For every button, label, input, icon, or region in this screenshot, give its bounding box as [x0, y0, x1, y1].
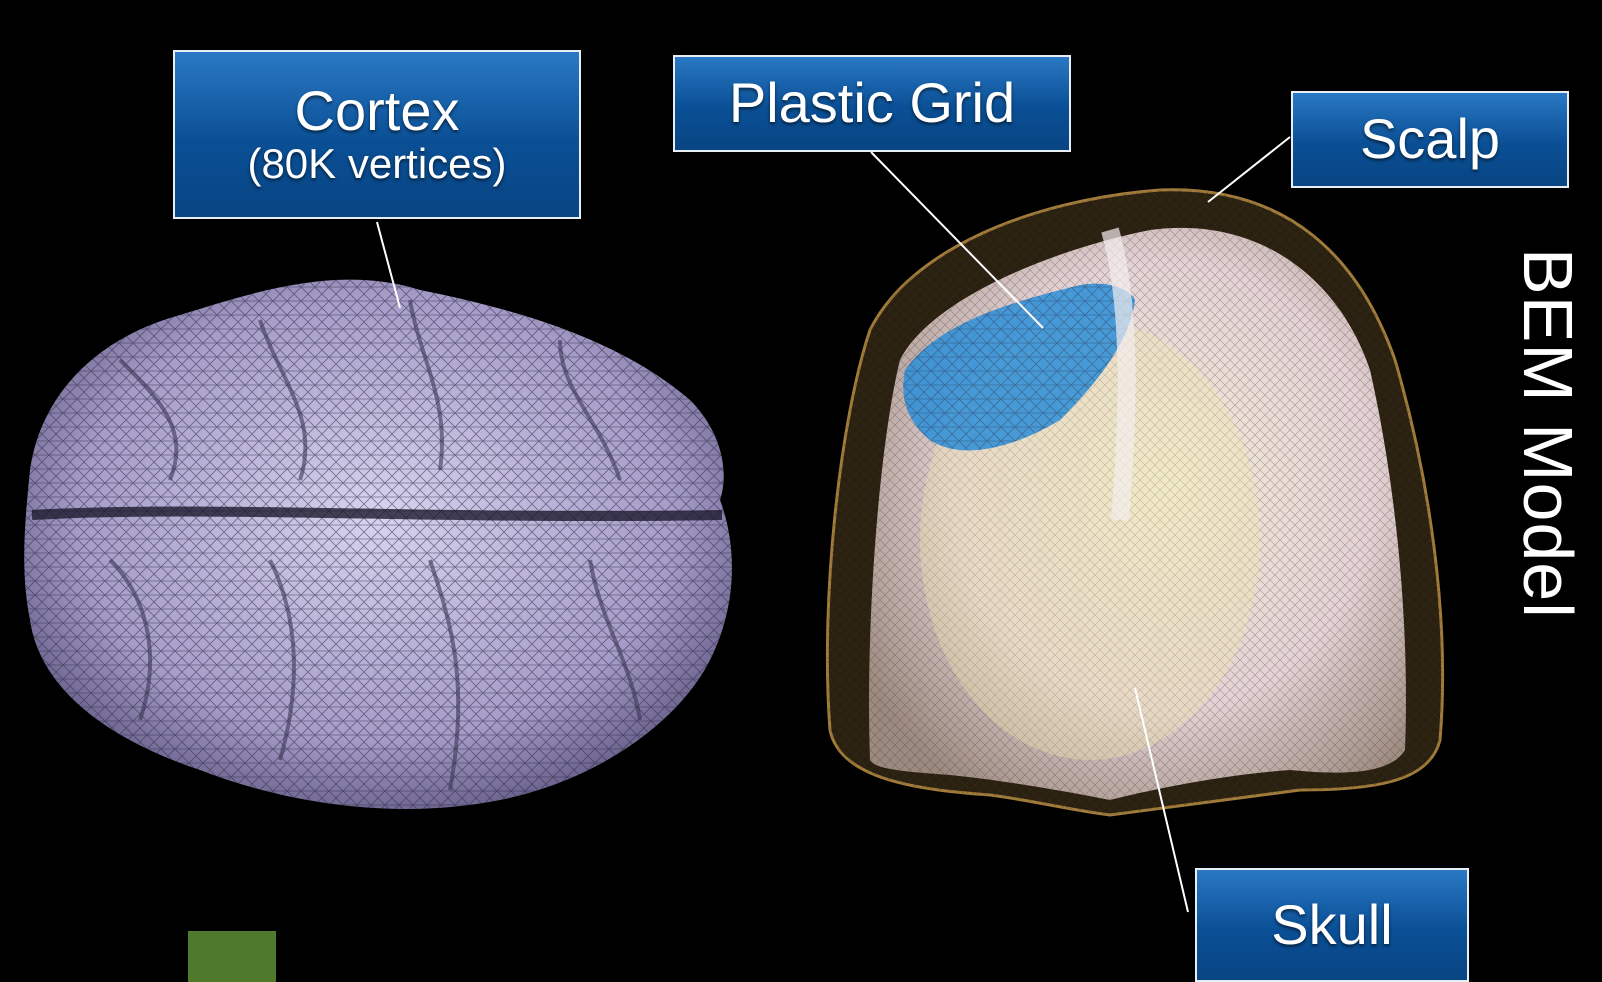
scalp-title: Scalp [1360, 110, 1500, 169]
plastic-grid-label: Plastic Grid [673, 55, 1071, 152]
cortex-label: Cortex (80K vertices) [173, 50, 581, 219]
slide-title: BEM Model [1508, 248, 1588, 619]
head-model [827, 190, 1442, 815]
accent-square [188, 931, 276, 982]
skull-title: Skull [1271, 896, 1392, 955]
cortex-title: Cortex [295, 82, 460, 141]
plastic-grid-title: Plastic Grid [729, 74, 1015, 133]
cortex-mesh [24, 280, 732, 809]
cortex-vertex-count: (80K vertices) [247, 141, 506, 187]
skull-label: Skull [1195, 868, 1469, 982]
scalp-label: Scalp [1291, 91, 1569, 188]
